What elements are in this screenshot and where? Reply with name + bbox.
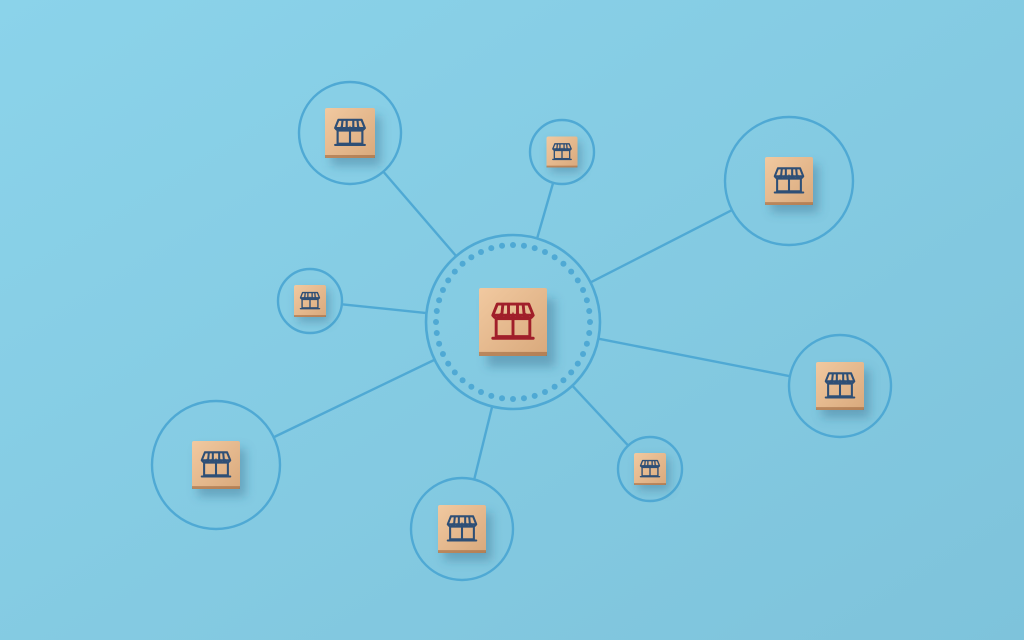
hub-ring-dot [459,377,466,384]
hub-ring-dot [551,383,558,390]
satellite-wood-block [765,157,819,213]
satellite-ring [297,80,403,186]
hub-ring-dot [560,377,567,384]
hub-ring-dot [488,392,495,399]
satellite-ring [616,435,684,503]
hub-ring-dot [580,350,587,357]
satellite-node-top-left [297,80,403,186]
hub-ring-dot [478,248,485,255]
connector-line-bottom-right-small [571,384,630,447]
connector-line-top-left [382,170,458,257]
hub-ring-dot [510,242,516,248]
hub-ring-dot [436,340,443,347]
hub-ring-dot [468,254,475,261]
block-edge [546,165,578,168]
satellite-ring [150,399,282,531]
satellite-wood-block [438,505,492,561]
hub-ring [424,233,602,411]
satellite-ring [787,333,893,439]
hub-ring-dot [574,277,581,284]
hub-ring-dot [520,242,527,249]
satellite-wood-block [325,108,381,166]
connector-line-middle-right [598,337,791,378]
hub-ring-dot [531,245,538,252]
hub-ring-dot [551,254,558,261]
satellite-node-top-right [723,115,855,247]
satellite-node-middle-right [787,333,893,439]
hub-ring-dot [520,395,527,402]
satellite-ring [409,476,515,582]
hub-ring-dot [586,329,593,336]
satellite-ring [276,267,344,335]
hub-ring-dot [541,389,548,396]
satellite-node-top-center [528,118,596,186]
hub-ring-dot [433,308,440,315]
hub-ring-dot [583,340,590,347]
satellite-node-bottom-right-small [616,435,684,503]
hub-ring-dot [510,396,516,402]
connector-lines [273,170,791,480]
block-edge [294,315,326,317]
block-edge [634,483,666,485]
satellite-wood-block [634,453,670,491]
connector-line-bottom-left [273,358,436,439]
hub-ring-dot [459,260,466,267]
satellite-ring [528,118,596,186]
block-edge [479,351,547,356]
network-nodes [150,80,893,582]
hub-ring-dot [499,395,506,402]
satellite-node-bottom-left [150,399,282,531]
block-edge [765,202,813,205]
block-edge [192,486,240,489]
satellite-node-middle-left [276,267,344,335]
connector-line-top-right [589,209,733,284]
hub-ring-dot [499,242,506,249]
hub-ring-dot [445,360,452,367]
hub-ring-dot [451,369,458,376]
satellite-wood-block [192,441,246,497]
satellite-wood-block [294,285,330,323]
hub-node [424,233,602,411]
block-edge [325,155,375,158]
hub-ring-dot [433,319,439,325]
satellite-node-bottom-center [409,476,515,582]
hub-ring-dot [451,268,458,275]
hub-ring-dot [468,383,475,390]
hub-ring-dot [541,248,548,255]
hub-ring-dot [433,329,440,336]
hub-ring-dot [445,277,452,284]
block-edge [438,550,486,553]
hub-ring-dot [436,297,443,304]
connector-line-middle-left [341,303,427,315]
hub-ring-dot [439,350,446,357]
connector-line-bottom-center [473,406,494,480]
hub-dotted-ring [433,242,593,402]
hub-ring-dot [580,287,587,294]
hub-ring-dot [560,260,567,267]
hub-ring-dot [478,389,485,396]
hub-ring-dot [531,392,538,399]
block-edge [816,407,864,410]
hub-ring-dot [586,308,593,315]
hub-ring-dot [568,268,575,275]
satellite-wood-block [816,362,870,418]
satellite-ring [723,115,855,247]
hub-ring-dot [587,319,593,325]
connector-line-top-center [535,182,555,239]
hub-wood-block [479,288,556,367]
hub-ring-dot [488,245,495,252]
hub-ring-dot [439,287,446,294]
hub-ring-dot [574,360,581,367]
satellite-wood-block [546,136,582,173]
hub-ring-dot [583,297,590,304]
hub-ring-dot [568,369,575,376]
